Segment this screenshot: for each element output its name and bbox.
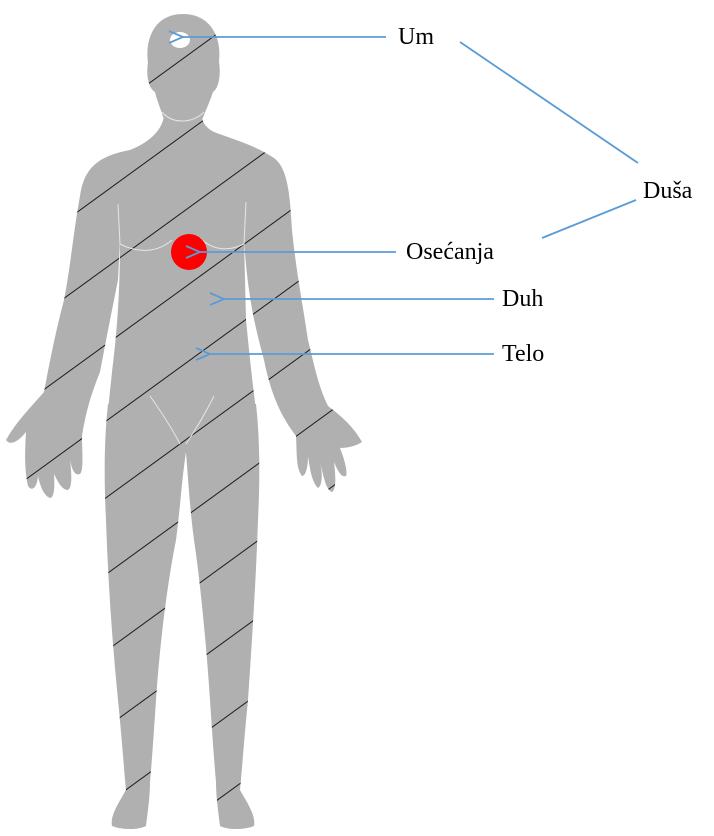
label-osecanja: Osećanja: [406, 239, 494, 265]
figure-head: [147, 14, 219, 120]
label-duh: Duh: [502, 286, 543, 312]
figure-legs: [105, 404, 260, 829]
human-figure: [6, 14, 362, 829]
label-dusa: Duša: [643, 178, 693, 204]
label-telo: Telo: [502, 341, 544, 367]
label-um: Um: [398, 24, 434, 50]
connector-um-dusa: [460, 42, 638, 163]
mind-spot: [170, 32, 190, 48]
connector-osecanja-dusa: [542, 200, 636, 238]
